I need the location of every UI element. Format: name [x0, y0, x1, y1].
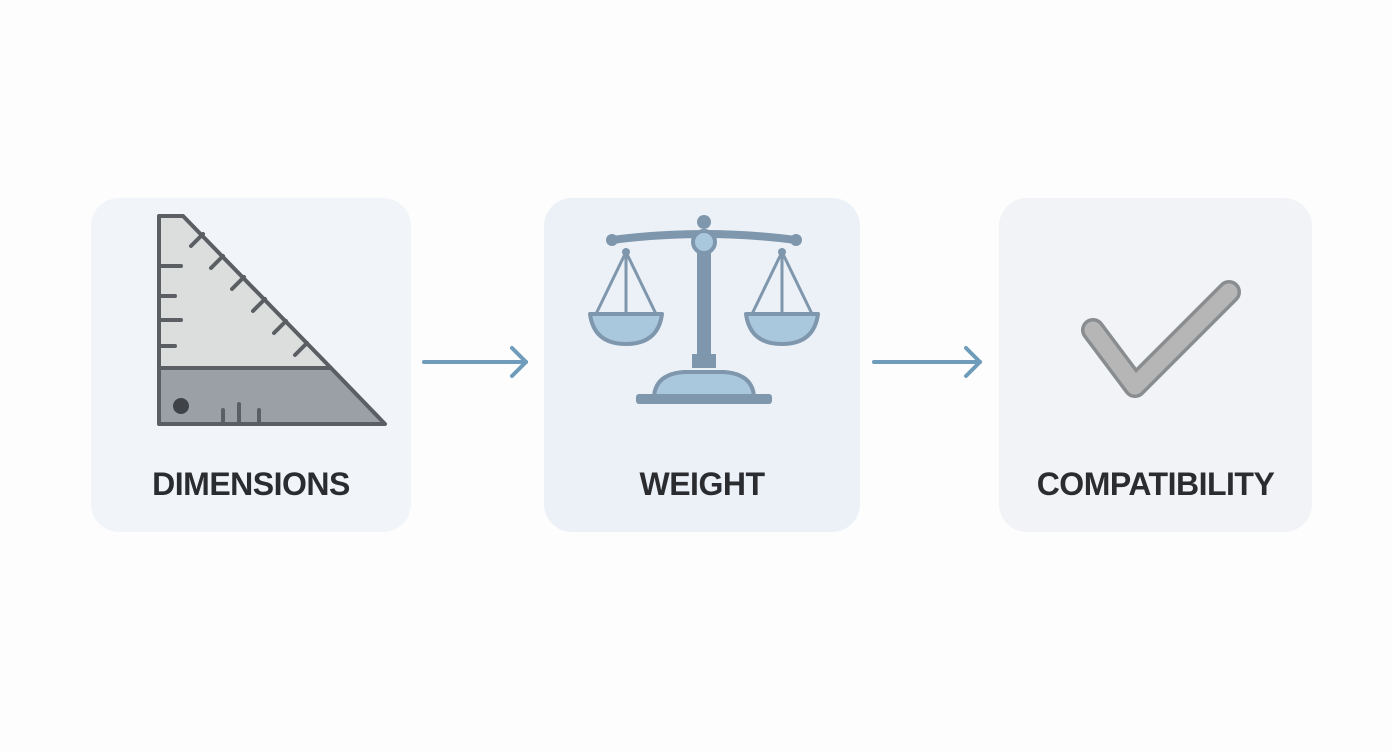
ruler-triangle-icon: [157, 214, 387, 426]
step-card-dimensions: DIMENSIONS: [91, 198, 411, 532]
step-label-compatibility: COMPATIBILITY: [1036, 466, 1275, 502]
arrow-right-icon: [872, 346, 982, 378]
arrow-right-icon: [422, 346, 528, 378]
balance-scale-icon: [588, 215, 820, 404]
step-label-weight: WEIGHT: [639, 466, 765, 502]
step-card-weight: WEIGHT: [544, 198, 860, 532]
step-label-dimensions: DIMENSIONS: [152, 466, 350, 502]
checkmark-icon: [1081, 280, 1241, 398]
step-card-compatibility: COMPATIBILITY: [999, 198, 1312, 532]
